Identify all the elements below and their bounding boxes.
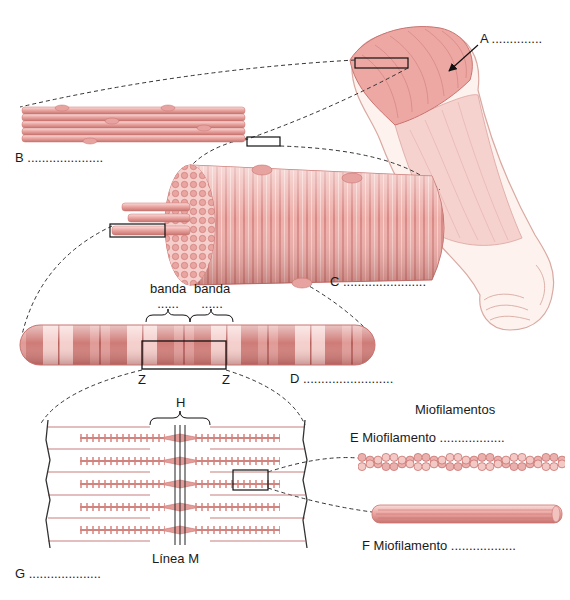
zoom-line: [268, 488, 372, 512]
myofilaments: [358, 450, 565, 523]
callout-label: A ..............: [480, 31, 542, 46]
callout-label: G ....................: [15, 566, 101, 581]
zoom-box: [355, 58, 408, 68]
thick-myofilament: [372, 505, 562, 523]
thin-filament: [48, 427, 305, 428]
nucleus: [161, 105, 175, 111]
deltoid-muscle: [350, 27, 472, 125]
m-line: [175, 425, 176, 545]
zoom-line: [40, 370, 142, 425]
sarcomere: [46, 411, 307, 548]
muscle-fiber: [22, 114, 245, 121]
band-label: banda ......: [150, 281, 186, 311]
callout-label: E Miofilamento ..................: [350, 430, 505, 445]
z-line: [303, 420, 307, 548]
myofibril-bands: [20, 325, 375, 365]
protruding-myofibril: [128, 214, 190, 222]
muscle-fiber-cell: [110, 165, 444, 288]
zoom-box: [247, 137, 280, 146]
zoom-line: [22, 226, 112, 335]
protruding-myofibril: [122, 203, 190, 211]
protruding-myofibril: [112, 226, 190, 235]
m-line: [185, 425, 186, 545]
thin-myofilament: [358, 450, 565, 474]
myofibril-ends: [165, 165, 215, 285]
zoom-line: [245, 68, 408, 140]
fascicle: [22, 105, 280, 146]
nucleus: [292, 278, 312, 288]
fiber-body: [190, 165, 444, 285]
fiber-end: [165, 165, 215, 285]
z-line-label: Z: [138, 372, 146, 387]
callout-label: D .........................: [290, 371, 393, 386]
deltoid-striations: [362, 29, 466, 118]
band-label: banda ......: [194, 281, 230, 311]
zone-label: H: [176, 395, 185, 410]
callout-label: F Miofilamento ..................: [362, 538, 516, 553]
zoom-line: [20, 60, 355, 107]
muscle-fiber: [22, 135, 245, 142]
z-line-label: Z: [222, 372, 230, 387]
nucleus: [197, 125, 211, 131]
thin-filament: [48, 518, 305, 519]
zoom-box: [142, 341, 226, 369]
muscle-fiber: [22, 128, 245, 135]
m-line: [180, 425, 181, 545]
line-label: Línea M: [152, 551, 199, 566]
nucleus: [252, 165, 272, 175]
myofibril-shading: [20, 325, 375, 365]
thin-filament: [48, 541, 305, 542]
nucleus: [105, 118, 119, 124]
nucleus: [342, 173, 362, 183]
thin-filament: [48, 449, 305, 450]
leader-arrow: [449, 45, 478, 71]
callout-label: B .....................: [15, 150, 103, 165]
nucleus: [83, 138, 97, 144]
zoom-box: [233, 470, 268, 490]
h-zone-brace: [150, 411, 210, 425]
zoom-line: [268, 458, 358, 472]
thick-myofilament-end: [552, 506, 560, 522]
nucleus: [55, 105, 69, 111]
fiber-shading: [190, 165, 444, 285]
muscle-fiber: [22, 121, 245, 128]
thin-filament: [48, 495, 305, 496]
thick-myofilament-lines: [376, 510, 558, 518]
myofibril: [20, 309, 375, 369]
callout-label: C .......................: [330, 274, 426, 289]
heading-label: Miofilamentos: [415, 402, 495, 417]
fist-lines: [484, 265, 545, 320]
z-line: [46, 420, 50, 548]
zoom-box: [110, 224, 165, 237]
thin-filament: [48, 472, 305, 473]
